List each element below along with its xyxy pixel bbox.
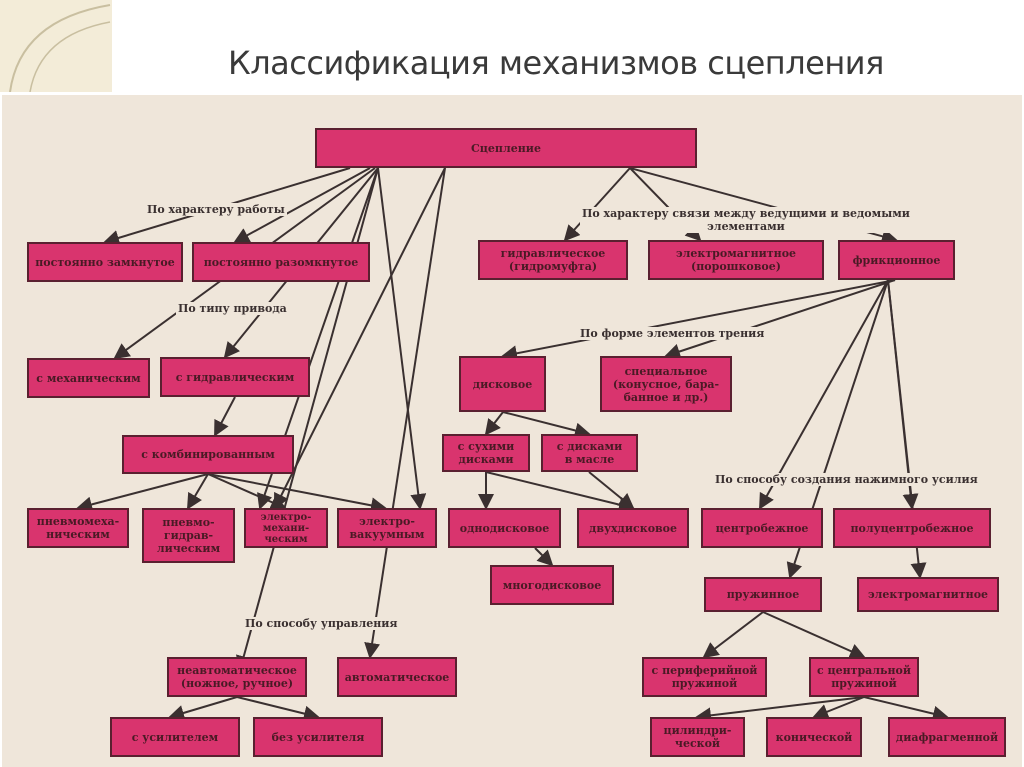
node-normally-open: постоянно разомкнутое	[192, 242, 370, 282]
node-centrifugal: центробежное	[701, 508, 823, 548]
node-automatic: автоматическое	[337, 657, 457, 697]
label-by-friction-form: По форме элементов трения	[578, 327, 767, 340]
node-disc: дисковое	[459, 356, 546, 412]
node-central-spring: с центральной пружиной	[809, 657, 919, 697]
node-non-automatic: неавтоматическое (ножное, ручное)	[167, 657, 307, 697]
node-semi-centrifugal: полуцентробежное	[833, 508, 991, 548]
node-friction: фрикционное	[838, 240, 955, 280]
node-double-disc: двухдисковое	[577, 508, 689, 548]
node-electromechanical: электро- механи- ческим	[244, 508, 328, 548]
node-electrovacuum: электро- вакуумным	[337, 508, 437, 548]
node-with-amplifier: с усилителем	[110, 717, 240, 757]
node-dry-discs: с сухими дисками	[442, 434, 530, 472]
node-spring: пружинное	[704, 577, 822, 612]
node-clutch: Сцепление	[315, 128, 697, 168]
slide-title: Классификация механизмов сцепления	[228, 44, 884, 82]
node-hydraulic: с гидравлическим	[160, 357, 310, 397]
node-single-disc: однодисковое	[448, 508, 561, 548]
node-special: специальное (конусное, бара- банное и др…	[600, 356, 732, 412]
node-combined: с комбинированным	[122, 435, 294, 474]
node-normally-closed: постоянно замкнутое	[27, 242, 183, 282]
node-without-amplifier: без усилителя	[253, 717, 383, 757]
node-pneumomechanical: пневмомеха- ническим	[27, 508, 129, 548]
node-peripheral-spring: с периферийной пружиной	[642, 657, 767, 697]
node-conical: конической	[766, 717, 862, 757]
node-oil-discs: с дисками в масле	[541, 434, 638, 472]
node-electromagnetic-powder: электромагнитное (порошковое)	[648, 240, 824, 280]
node-diaphragm: диафрагменной	[888, 717, 1006, 757]
node-hydraulic-coupling: гидравлическое (гидромуфта)	[478, 240, 628, 280]
node-electromagnetic: электромагнитное	[857, 577, 999, 612]
node-pneumohydraulic: пневмо- гидрав- лическим	[142, 508, 235, 563]
label-by-link: По характеру связи между ведущими и ведо…	[580, 207, 912, 233]
node-multi-disc: многодисковое	[490, 565, 614, 605]
label-by-drive-type: По типу привода	[176, 302, 289, 315]
node-cylindrical: цилиндри- ческой	[650, 717, 745, 757]
label-by-force: По способу создания нажимного усилия	[713, 473, 980, 486]
corner-decoration	[0, 0, 112, 93]
label-by-control: По способу управления	[243, 617, 400, 630]
label-by-work-type: По характеру работы	[145, 203, 287, 216]
node-mechanical: с механическим	[27, 358, 150, 398]
